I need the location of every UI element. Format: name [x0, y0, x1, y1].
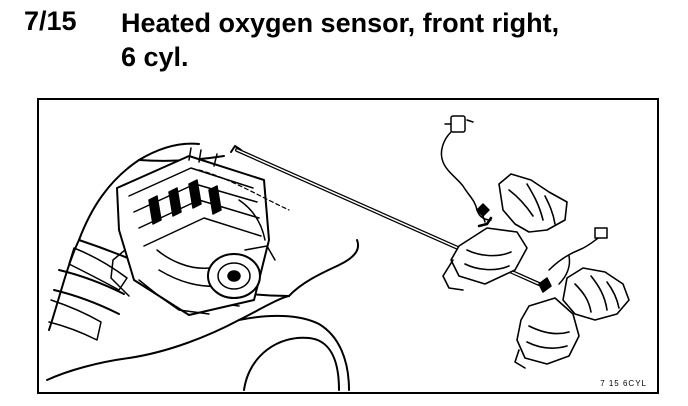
- title-line-2: 6 cyl.: [121, 42, 189, 72]
- figure-id: 7 15 6CYL: [600, 379, 647, 388]
- exhaust-manifold-front: [442, 173, 568, 291]
- section-code: 7/15: [24, 6, 77, 36]
- engine-bay-drawing: [46, 115, 630, 391]
- technical-illustration: 7 15 6CYL: [37, 98, 659, 394]
- engine-block: [110, 147, 276, 316]
- page-title: Heated oxygen sensor, front right, 6 cyl…: [121, 6, 559, 74]
- title-line-1: Heated oxygen sensor, front right,: [121, 8, 560, 38]
- heated-oxygen-sensor: [538, 227, 608, 293]
- upstream-sensor: [476, 203, 490, 223]
- exhaust-manifold-rear: [514, 267, 630, 369]
